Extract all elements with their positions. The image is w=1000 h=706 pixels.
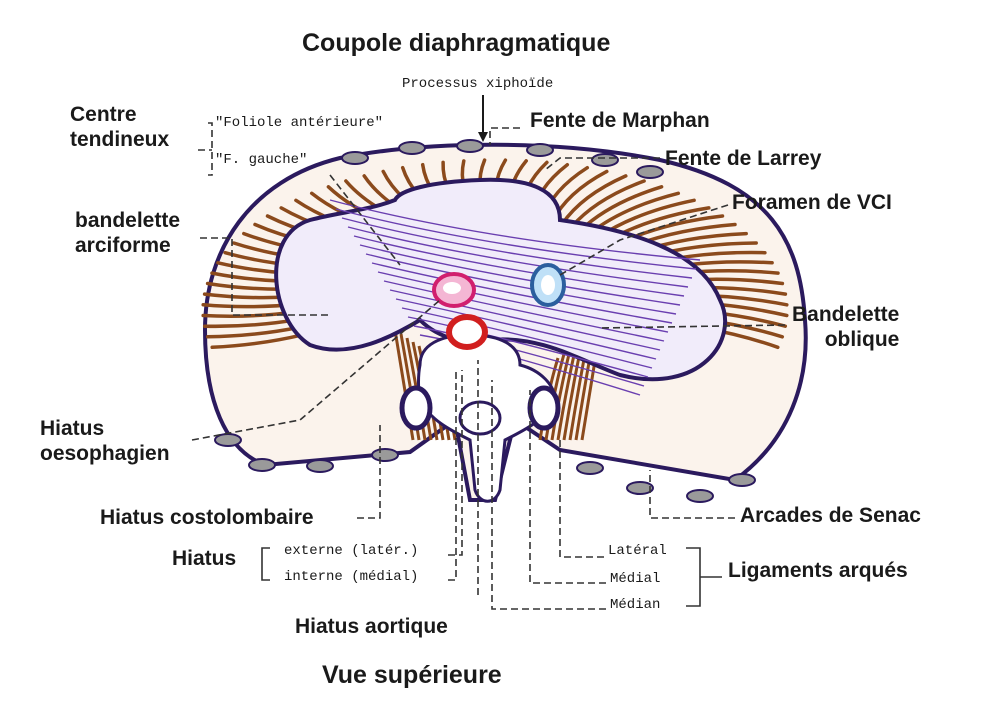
hiatus-aortique-label: Hiatus aortique [295, 615, 448, 638]
tendon-fiber [365, 253, 677, 315]
tendon-fiber [329, 199, 701, 261]
leader-line [599, 324, 786, 329]
f-gauche-label: "F. gauche" [215, 152, 308, 168]
ligament-lateral-label: Latéral [608, 543, 667, 559]
processus-xiphoide-label: Processus xiphoïde [402, 76, 554, 92]
centre-tendineux-label: Centre tendineux [70, 103, 170, 152]
arcade-nodule [626, 481, 654, 495]
leader-line [208, 122, 213, 176]
view-subtitle: Vue supérieure [322, 661, 502, 689]
arcade-nodule [576, 461, 604, 475]
left-lateral-hiatus [399, 385, 433, 431]
tendon-fiber [383, 280, 665, 342]
leader-line [489, 127, 520, 145]
leader-line [448, 370, 463, 556]
hiatus-externe-label: externe (latér.) [284, 543, 419, 559]
arcade-nodule [636, 165, 664, 179]
tendon-fiber [407, 316, 649, 378]
tendon-fiber [353, 235, 685, 297]
leader-line [191, 299, 441, 441]
fente-marphan-label: Fente de Marphan [530, 109, 710, 132]
leader-line [200, 237, 330, 316]
leader-line [529, 390, 606, 584]
tendon-fiber [395, 298, 657, 360]
fente-larrey-label: Fente de Larrey [665, 147, 822, 170]
leader-lines [191, 122, 786, 610]
leader-line [357, 425, 381, 519]
ligament-medial-label: Médial [610, 571, 661, 587]
arcade-nodule [591, 153, 619, 167]
bandelette-arciforme-label: bandelette arciforme [75, 209, 181, 258]
xiphoid-arrowhead [478, 132, 488, 142]
right-lateral-hiatus [527, 385, 561, 431]
hiatus-costolombaire-label: Hiatus costolombaire [100, 506, 314, 529]
leader-line [649, 470, 735, 519]
vci-lumen [541, 275, 555, 295]
leader-line [491, 380, 606, 610]
ligament-median-label: Médian [610, 597, 661, 613]
ligaments-bracket [686, 547, 701, 607]
diagram-title: Coupole diaphragmatique [302, 29, 611, 57]
foliole-anterieure-label: "Foliole antérieure" [215, 115, 384, 131]
foramen-vci-label: Foramen de VCI [732, 191, 892, 214]
arcade-nodule [728, 473, 756, 487]
muscle-fiber [550, 349, 572, 441]
tendon-fiber [371, 262, 673, 324]
hiatus-interne-label: interne (médial) [284, 569, 419, 585]
arcade-nodule [526, 143, 554, 157]
arcade-nodule [456, 139, 484, 153]
tendon-fiber [335, 208, 697, 270]
arcade-nodule [398, 141, 426, 155]
vertebral-foramen [458, 400, 502, 436]
ligaments-arques-label: Ligaments arqués [728, 559, 908, 582]
muscle-fiber [560, 174, 628, 226]
tendon-fiber [347, 226, 689, 288]
leader-line [448, 370, 457, 581]
arcade-nodule [371, 448, 399, 462]
hiatus-label: Hiatus [172, 547, 237, 570]
arcade-nodule [306, 459, 334, 473]
arcade-nodule [248, 458, 276, 472]
tendon-fiber [389, 289, 661, 351]
bandelette-oblique-label: Bandelette oblique [792, 303, 900, 352]
tendon-fiber [359, 244, 681, 306]
hiatus-oesophagien-label: Hiatus oesophagien [40, 417, 170, 466]
hiatus-bracket [261, 547, 270, 581]
tendon-fiber [377, 271, 669, 333]
leader-line [559, 204, 729, 276]
arcades-nodules [214, 139, 756, 503]
arcade-nodule [341, 151, 369, 165]
leader-line [544, 157, 660, 171]
aorta [446, 314, 488, 350]
arcades-senac-label: Arcades de Senac [740, 504, 921, 527]
tendon-fiber [401, 307, 653, 369]
leader-line [329, 174, 401, 266]
arcade-nodule [686, 489, 714, 503]
tendon-fiber [341, 217, 693, 279]
leader-line [559, 440, 604, 558]
esophagus-lumen [443, 282, 461, 294]
